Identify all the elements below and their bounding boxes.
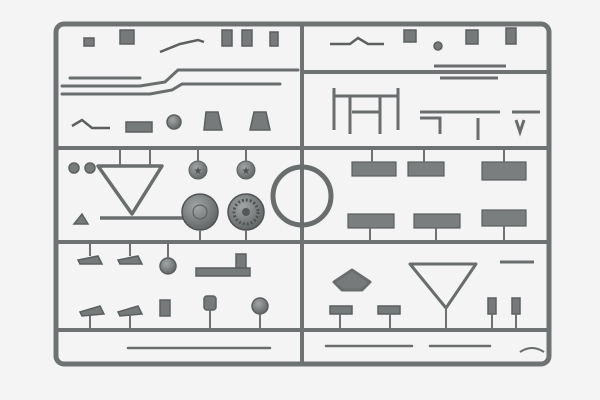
sprue-frame	[53, 21, 552, 367]
long-rods-bottom	[126, 344, 492, 350]
wheel-plain	[181, 193, 219, 231]
wheel-treaded	[227, 193, 265, 231]
sprue-runners	[56, 24, 549, 364]
parts-left-middle	[68, 111, 271, 174]
small-parts-top-right	[330, 27, 517, 51]
svg-text:★: ★	[194, 166, 203, 177]
ring-part	[270, 164, 334, 228]
exhaust-pipe-parts	[60, 68, 300, 96]
suspension-parts-upper-right	[332, 64, 540, 140]
manufacturer-logo	[519, 347, 545, 353]
star-discs: ★ ★	[188, 160, 256, 180]
parts-lower-left	[72, 212, 251, 277]
svg-text:★: ★	[242, 166, 251, 177]
parts-lower-right	[332, 260, 534, 310]
small-parts-top-left	[83, 29, 279, 54]
sprue-gates	[89, 148, 517, 330]
parts-bottom-row	[78, 295, 521, 317]
a-frame-left	[96, 164, 196, 220]
